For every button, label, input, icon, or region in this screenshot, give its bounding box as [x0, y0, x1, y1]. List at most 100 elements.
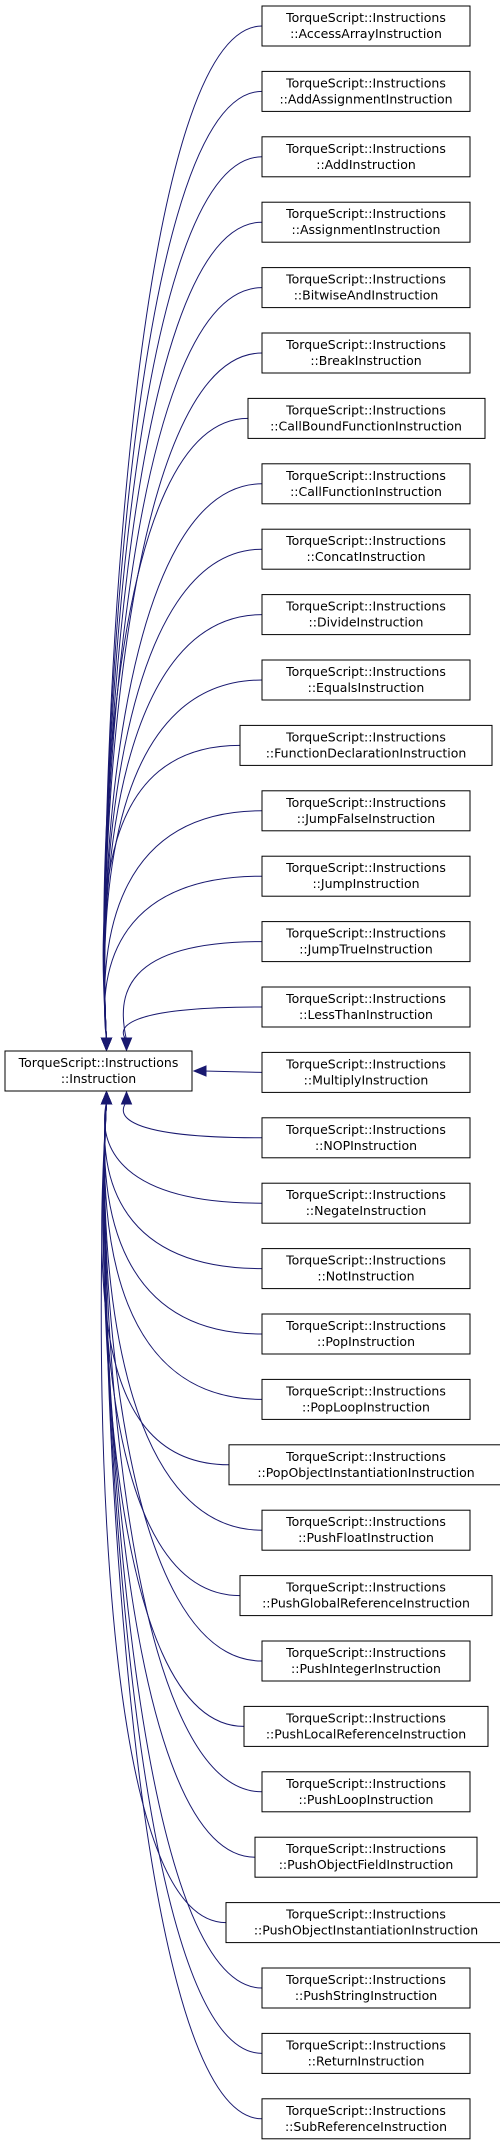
derived-class-namespace: TorqueScript::Instructions: [285, 1383, 446, 1398]
derived-class-name: ::JumpFalseInstruction: [297, 811, 435, 826]
derived-class-name: ::LessThanInstruction: [299, 1007, 433, 1022]
derived-class-name: ::PushGlobalReferenceInstruction: [262, 1596, 470, 1611]
derived-class-node[interactable]: TorqueScript::Instructions::BitwiseAndIn…: [261, 267, 471, 309]
derived-class-node[interactable]: TorqueScript::Instructions::ConcatInstru…: [261, 528, 471, 570]
derived-class-name: ::AssignmentInstruction: [292, 222, 441, 237]
derived-class-name: ::NegateInstruction: [306, 1203, 427, 1218]
inheritance-edge: [122, 1101, 263, 1139]
inheritance-edge: [104, 875, 263, 1041]
derived-class-node[interactable]: TorqueScript::Instructions::JumpInstruct…: [261, 855, 471, 897]
derived-class-namespace: TorqueScript::Instructions: [285, 664, 446, 679]
derived-class-node[interactable]: TorqueScript::Instructions::PushIntegerI…: [261, 1640, 471, 1682]
derived-class-namespace: TorqueScript::Instructions: [285, 1841, 446, 1856]
derived-class-box: [254, 1836, 478, 1878]
derived-class-node[interactable]: TorqueScript::Instructions::FunctionDecl…: [239, 724, 493, 766]
derived-class-node[interactable]: TorqueScript::Instructions::PushFloatIns…: [261, 1509, 471, 1551]
inheritance-edge: [104, 1101, 263, 1270]
derived-class-node[interactable]: TorqueScript::Instructions::DivideInstru…: [261, 594, 471, 636]
derived-class-node[interactable]: TorqueScript::Instructions::AssignmentIn…: [261, 201, 471, 243]
derived-class-node[interactable]: TorqueScript::Instructions::AddAssignmen…: [261, 70, 471, 112]
derived-class-node[interactable]: TorqueScript::Instructions::BreakInstruc…: [261, 332, 471, 374]
derived-class-name: ::NotInstruction: [317, 1269, 414, 1284]
derived-class-box: [261, 201, 471, 243]
inheritance-edge: [104, 810, 263, 1041]
derived-class-node[interactable]: TorqueScript::Instructions::NOPInstructi…: [261, 1117, 471, 1159]
derived-class-node[interactable]: TorqueScript::Instructions::ReturnInstru…: [261, 2032, 471, 2074]
derived-class-node[interactable]: TorqueScript::Instructions::JumpTrueInst…: [261, 921, 471, 963]
derived-class-namespace: TorqueScript::Instructions: [285, 1972, 446, 1987]
inheritance-edge: [104, 287, 263, 1041]
derived-class-box: [261, 1378, 471, 1420]
base-class-name: ::Instruction: [61, 1071, 136, 1086]
derived-class-namespace: TorqueScript::Instructions: [285, 599, 446, 614]
derived-class-node[interactable]: TorqueScript::Instructions::NegateInstru…: [261, 1182, 471, 1224]
inheritance-edge: [122, 1006, 263, 1041]
derived-class-namespace: TorqueScript::Instructions: [285, 2103, 446, 2118]
inheritance-arrowhead: [100, 1037, 113, 1052]
derived-class-node[interactable]: TorqueScript::Instructions::PushStringIn…: [261, 1967, 471, 2009]
derived-class-box: [228, 1444, 500, 1486]
derived-class-node[interactable]: TorqueScript::Instructions::PushLocalRef…: [243, 1705, 489, 1747]
derived-class-name: ::PushLoopInstruction: [299, 1792, 434, 1807]
inheritance-edges: [100, 25, 263, 2120]
derived-class-node[interactable]: TorqueScript::Instructions::PopObjectIns…: [228, 1444, 500, 1486]
derived-class-namespace: TorqueScript::Instructions: [285, 206, 446, 221]
derived-class-name: ::PushLocalReferenceInstruction: [266, 1726, 466, 1741]
derived-class-box: [261, 1117, 471, 1159]
derived-class-name: ::PopInstruction: [317, 1334, 415, 1349]
derived-class-node[interactable]: TorqueScript::Instructions::PushObjectIn…: [225, 1902, 500, 1944]
derived-class-node[interactable]: TorqueScript::Instructions::EqualsInstru…: [261, 659, 471, 701]
derived-class-node[interactable]: TorqueScript::Instructions::JumpFalseIns…: [261, 790, 471, 832]
derived-class-box: [261, 136, 471, 178]
derived-class-namespace: TorqueScript::Instructions: [285, 1187, 446, 1202]
derived-class-name: ::EqualsInstruction: [308, 680, 425, 695]
derived-class-name: ::NOPInstruction: [315, 1138, 417, 1153]
derived-class-namespace: TorqueScript::Instructions: [285, 141, 446, 156]
derived-class-namespace: TorqueScript::Instructions: [285, 533, 446, 548]
derived-class-node[interactable]: TorqueScript::Instructions::AccessArrayI…: [261, 5, 471, 47]
derived-class-node[interactable]: TorqueScript::Instructions::SubReference…: [261, 2098, 471, 2140]
derived-class-node[interactable]: TorqueScript::Instructions::NotInstructi…: [261, 1248, 471, 1290]
derived-class-name: ::CallFunctionInstruction: [290, 484, 442, 499]
derived-class-namespace: TorqueScript::Instructions: [285, 2037, 446, 2052]
derived-class-box: [261, 1313, 471, 1355]
derived-class-box: [261, 659, 471, 701]
derived-class-namespace: TorqueScript::Instructions: [285, 1776, 446, 1791]
derived-class-namespace: TorqueScript::Instructions: [285, 75, 446, 90]
derived-class-box: [261, 1182, 471, 1224]
derived-class-namespace: TorqueScript::Instructions: [285, 272, 446, 287]
derived-class-node[interactable]: TorqueScript::Instructions::PopInstructi…: [261, 1313, 471, 1355]
derived-class-node[interactable]: TorqueScript::Instructions::LessThanInst…: [261, 986, 471, 1028]
derived-class-box: [261, 267, 471, 309]
derived-class-node[interactable]: TorqueScript::Instructions::CallFunction…: [261, 463, 471, 505]
inheritance-arrowhead: [120, 1037, 133, 1052]
base-class-node[interactable]: TorqueScript::Instructions ::Instruction: [4, 1050, 193, 1092]
derived-class-name: ::PopLoopInstruction: [302, 1399, 430, 1414]
derived-class-namespace: TorqueScript::Instructions: [285, 337, 446, 352]
derived-class-node[interactable]: TorqueScript::Instructions::PushLoopInst…: [261, 1771, 471, 1813]
base-class-box: [4, 1050, 193, 1092]
derived-class-box: [261, 1051, 471, 1093]
derived-class-box: [261, 921, 471, 963]
derived-class-node[interactable]: TorqueScript::Instructions::CallBoundFun…: [247, 397, 486, 439]
derived-class-namespace: TorqueScript::Instructions: [285, 1580, 446, 1595]
derived-class-box: [261, 1640, 471, 1682]
derived-class-name: ::AccessArrayInstruction: [290, 26, 442, 41]
derived-class-namespace: TorqueScript::Instructions: [285, 926, 446, 941]
inheritance-arrowhead: [120, 1090, 133, 1105]
derived-class-node[interactable]: TorqueScript::Instructions::AddInstructi…: [261, 136, 471, 178]
derived-class-node[interactable]: TorqueScript::Instructions::PopLoopInstr…: [261, 1378, 471, 1420]
derived-class-node[interactable]: TorqueScript::Instructions::MultiplyInst…: [261, 1051, 471, 1093]
derived-class-nodes: TorqueScript::Instructions::AccessArrayI…: [225, 5, 500, 2140]
derived-class-namespace: TorqueScript::Instructions: [285, 1710, 446, 1725]
inheritance-edge: [104, 1101, 263, 1400]
derived-class-box: [239, 724, 493, 766]
derived-class-box: [225, 1902, 500, 1944]
derived-class-node[interactable]: TorqueScript::Instructions::PushObjectFi…: [254, 1836, 478, 1878]
derived-class-name: ::ConcatInstruction: [306, 549, 425, 564]
derived-class-node[interactable]: TorqueScript::Instructions::PushGlobalRe…: [239, 1575, 493, 1617]
inheritance-edge: [104, 1101, 263, 1335]
derived-class-name: ::AddInstruction: [316, 157, 416, 172]
derived-class-name: ::SubReferenceInstruction: [285, 2119, 447, 2134]
